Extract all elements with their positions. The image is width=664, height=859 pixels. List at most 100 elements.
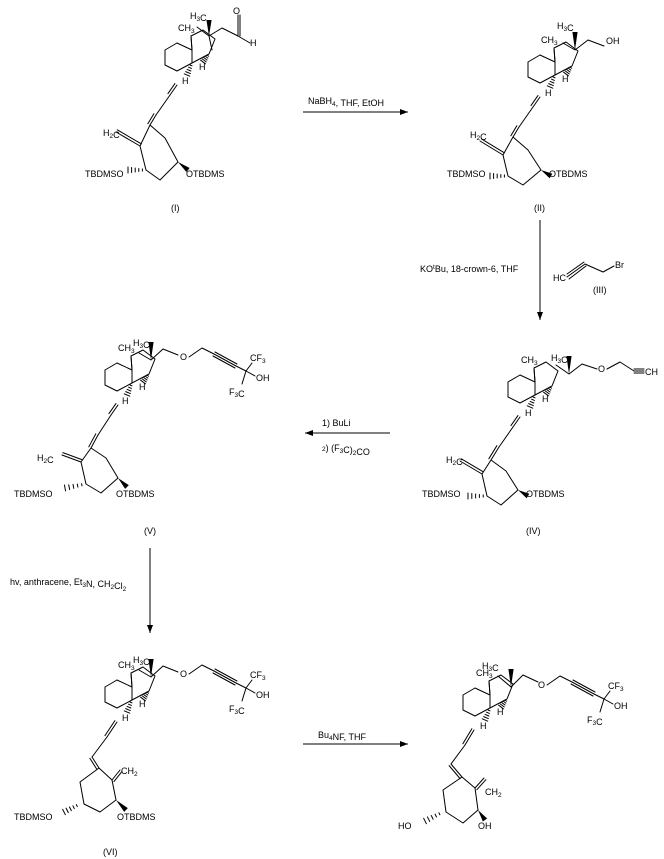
hashed-bond	[423, 812, 441, 825]
a-ring-bond	[502, 136, 542, 186]
h2c-label: H2C	[37, 453, 54, 465]
hashed-bond	[140, 691, 150, 702]
o-label: O	[538, 680, 545, 690]
bond-line	[91, 736, 108, 758]
a-ring-bond	[80, 447, 119, 494]
bond-line	[533, 367, 536, 383]
double-bond	[510, 415, 519, 427]
bond-line	[130, 672, 133, 688]
bond-line	[245, 679, 253, 689]
bond-line	[188, 347, 215, 358]
ch3-label: CH3	[118, 343, 135, 355]
tbdmso-label: TBDMSO	[422, 489, 461, 499]
triple-bond	[213, 670, 237, 684]
bond-line	[237, 35, 251, 44]
double-bond	[147, 113, 155, 125]
wedge-bond	[116, 800, 128, 812]
hc-label: HC	[553, 273, 566, 283]
h-label: H	[562, 74, 569, 84]
c-ring-bond	[116, 679, 133, 688]
oh-label: OH	[256, 690, 270, 700]
bond-line	[553, 47, 556, 63]
ch3-label: CH3	[541, 35, 558, 47]
reaction-arrow	[303, 109, 408, 115]
double-bond	[474, 777, 485, 789]
side-chain-bond	[138, 665, 179, 678]
double-bond	[91, 756, 100, 769]
double-bond	[460, 458, 484, 473]
a-ring-bond	[79, 767, 117, 813]
h-label: H	[182, 76, 189, 86]
ch3-label: CH3	[118, 660, 135, 672]
ch3-label: CH3	[476, 668, 493, 680]
bond-line	[498, 426, 514, 448]
h3c-label: H3C	[551, 353, 568, 365]
tbdmso-label: TBDMSO	[14, 812, 53, 822]
bond-line	[245, 370, 256, 377]
triple-bond	[570, 683, 594, 697]
triple-bond	[568, 265, 587, 280]
hashed-bond	[123, 701, 133, 714]
f3c-label: F3C	[229, 704, 245, 716]
double-bond	[532, 96, 541, 108]
ch3-label: CH3	[521, 355, 538, 367]
otbdms-label: OTBDMS	[549, 169, 588, 179]
tbdmso-label: TBDMSO	[14, 489, 53, 499]
bond-line	[130, 355, 133, 371]
double-bond	[106, 721, 118, 738]
condition-text: NaBH4, THF, EtOH	[308, 96, 384, 108]
h3c-label: H3C	[190, 11, 207, 23]
hashed-bond	[467, 492, 484, 500]
a-ring-bond	[139, 124, 179, 181]
reaction-arrow	[537, 220, 543, 320]
compound-label: (II)	[534, 203, 545, 213]
hashed-bond	[62, 804, 78, 816]
oh-label: OH	[478, 821, 492, 831]
double-bond	[530, 95, 539, 107]
h-label: H	[122, 713, 129, 723]
hashed-bond	[481, 709, 491, 722]
ho-label: HO	[398, 821, 412, 831]
otbdms-label: OTBDMS	[116, 489, 155, 499]
a-ring-bond	[481, 459, 519, 506]
c-ring-bond	[539, 54, 556, 63]
hashed-bond	[546, 76, 556, 89]
wedge-bond	[118, 478, 129, 489]
double-bond	[149, 114, 157, 126]
condition-text: KOtBu, 18-crown-6, THF	[420, 264, 519, 274]
triple-bond	[213, 353, 237, 367]
h3c-label: H3C	[557, 21, 574, 33]
double-bond	[169, 84, 178, 96]
bond-line	[245, 687, 256, 694]
double-bond	[488, 445, 498, 460]
h2c-label: H2C	[446, 455, 463, 467]
triple-bond	[212, 672, 236, 686]
otbdms-label: OTBDMS	[186, 169, 225, 179]
br-label: Br	[615, 260, 624, 270]
condition-text: Bu4NF, THF	[318, 730, 366, 742]
h-label: H	[250, 38, 257, 48]
double-bond	[113, 771, 123, 783]
c-ring-bond	[176, 42, 193, 51]
c-ring-bond	[519, 374, 536, 383]
c-ring-bond	[507, 374, 536, 404]
h-label: H	[497, 707, 504, 717]
bond-line	[450, 744, 466, 765]
double-bond	[480, 138, 505, 154]
h-label: H	[545, 88, 552, 98]
double-bond	[510, 125, 518, 137]
c-ring-bond	[474, 687, 491, 696]
triple-bond	[214, 668, 238, 682]
h3c-label: H3C	[133, 655, 150, 667]
c-ring-bond	[104, 679, 133, 709]
h-label: H	[139, 699, 146, 709]
otbdms-label: OTBDMS	[117, 812, 156, 822]
h3c-label: H3C	[482, 661, 499, 673]
double-bond	[167, 83, 176, 95]
o-label: O	[180, 352, 187, 362]
double-bond	[448, 765, 461, 780]
